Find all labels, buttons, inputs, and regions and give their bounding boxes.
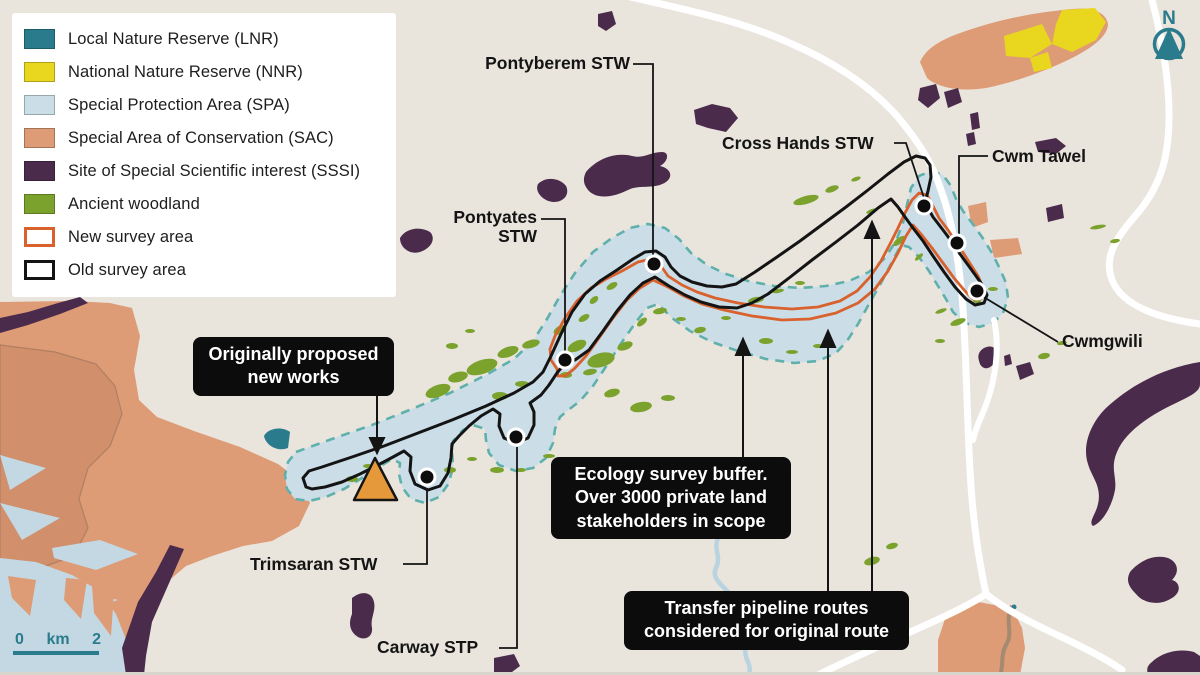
spa-swatch-icon <box>24 95 55 115</box>
legend-item-lnr: Local Nature Reserve (LNR) <box>24 29 382 49</box>
scale-end: 2 <box>92 631 101 648</box>
label-carway-stp: Carway STP <box>377 637 479 657</box>
legend-label: Special Area of Conservation (SAC) <box>68 128 334 147</box>
label-pontyates-stw: Pontyates STW <box>417 208 537 246</box>
label-cross-hands-stw: Cross Hands STW <box>722 133 874 153</box>
legend-label: Special Protection Area (SPA) <box>68 95 290 114</box>
proposed-works-triangle-marker <box>352 456 399 502</box>
scale-bar: 0 km 2 <box>13 631 103 661</box>
legend-item-spa: Special Protection Area (SPA) <box>24 95 382 115</box>
lnr-patch <box>264 428 290 450</box>
scale-start: 0 <box>15 631 24 648</box>
site-dot-carway <box>506 427 526 447</box>
label-cwmgwili: Cwmgwili <box>1062 331 1143 351</box>
legend-item-nnr: National Nature Reserve (NNR) <box>24 62 382 82</box>
sac-nnr-region <box>920 8 1108 90</box>
label-trimsaran-stw: Trimsaran STW <box>250 554 378 574</box>
legend-item-old-survey: Old survey area <box>24 260 382 280</box>
north-letter: N <box>1162 8 1176 29</box>
site-dot-cwmgwili <box>967 281 987 301</box>
old-survey-swatch-icon <box>24 260 55 280</box>
callout-line: considered for original route <box>643 621 890 642</box>
site-dot-cwm-tawel <box>947 233 967 253</box>
label-cwm-tawel: Cwm Tawel <box>992 146 1087 166</box>
roads <box>627 0 1200 675</box>
legend-label: National Nature Reserve (NNR) <box>68 62 303 81</box>
leader-lines <box>403 63 1059 649</box>
map-bottom-edge <box>0 672 1200 675</box>
callout-ecology-buffer: Ecology survey buffer. Over 3000 private… <box>551 457 791 540</box>
sac-swatch-icon <box>24 128 55 148</box>
site-dot-pontyberem <box>644 254 664 274</box>
new-survey-swatch-icon <box>24 227 55 247</box>
lnr-swatch-icon <box>24 29 55 49</box>
label-pontyates-line2: STW <box>498 226 537 246</box>
callout-transfer-routes: Transfer pipeline routes considered for … <box>624 591 909 650</box>
callout-line: new works <box>247 367 340 388</box>
callout-line: Over 3000 private land <box>574 487 768 508</box>
legend: Local Nature Reserve (LNR) National Natu… <box>12 13 396 297</box>
legend-item-sssi: Site of Special Scientific interest (SSS… <box>24 161 382 181</box>
label-pontyates-line1: Pontyates <box>453 207 537 227</box>
callout-line: Transfer pipeline routes <box>664 598 869 618</box>
sac-estuary-region <box>0 297 310 675</box>
north-arrow-icon: N <box>1143 6 1195 68</box>
site-markers <box>417 196 987 487</box>
site-dot-trimsaran <box>417 467 437 487</box>
label-pontyberem-stw: Pontyberem STW <box>485 53 630 73</box>
legend-label: New survey area <box>68 227 194 246</box>
river-line <box>998 605 1014 675</box>
sac-patch <box>968 202 988 228</box>
legend-label: Site of Special Scientific interest (SSS… <box>68 161 361 180</box>
callout-line: stakeholders in scope <box>576 510 766 531</box>
legend-label: Ancient woodland <box>68 194 200 213</box>
sssi-swatch-icon <box>24 161 55 181</box>
legend-label: Local Nature Reserve (LNR) <box>68 29 279 48</box>
nnr-swatch-icon <box>24 62 55 82</box>
legend-item-new-survey: New survey area <box>24 227 382 247</box>
callout-originally-proposed: Originally proposed new works <box>193 337 394 396</box>
callout-line: Ecology survey buffer. <box>574 464 768 484</box>
site-dot-pontyates <box>555 350 575 370</box>
legend-item-sac: Special Area of Conservation (SAC) <box>24 128 382 148</box>
callout-line: Originally proposed <box>208 344 379 364</box>
callout-arrows <box>368 219 881 591</box>
sac-patch <box>990 238 1022 258</box>
legend-item-woodland: Ancient woodland <box>24 194 382 214</box>
sssi-patches <box>350 11 1200 675</box>
legend-label: Old survey area <box>68 260 186 279</box>
woodland-patches <box>346 176 1120 566</box>
old-survey-route <box>301 154 989 492</box>
woodland-swatch-icon <box>24 194 55 214</box>
scale-bar-line <box>13 651 99 655</box>
site-dot-cross-hands <box>914 196 934 216</box>
scale-unit: km <box>46 631 70 648</box>
